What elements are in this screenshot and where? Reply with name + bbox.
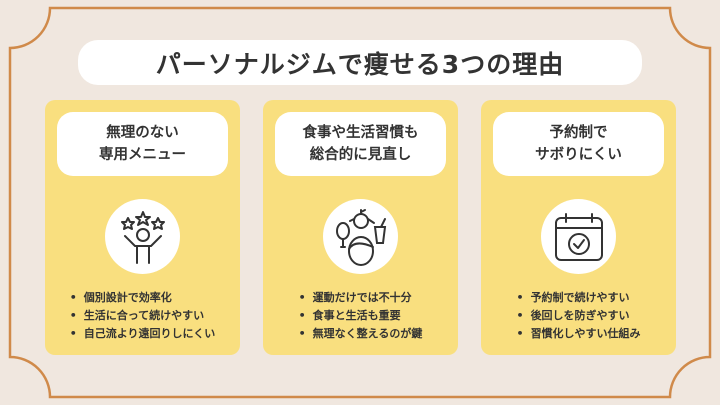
list-item: 個別設計で効率化	[70, 289, 216, 307]
card-heading: 無理のない専用メニュー	[57, 112, 228, 176]
heading-line: 予約制で	[549, 125, 608, 141]
heading-line: 食事や生活習慣も	[302, 125, 419, 141]
bullet-list: 個別設計で効率化 生活に合って続けやすい 自己流より遠回りしにくい	[45, 289, 240, 343]
list-item: 無理なく整えるのが鍵	[299, 325, 423, 343]
heading-line: 総合的に見直し	[309, 147, 412, 163]
person-food-icon	[323, 199, 398, 274]
list-item: 習慣化しやすい仕組み	[517, 325, 641, 343]
list-item: 予約制で続けやすい	[517, 289, 641, 307]
list-item: 生活に合って続けやすい	[70, 307, 216, 325]
heading-line: サボりにくい	[535, 147, 622, 163]
bullet-list: 運動だけでは不十分 食事と生活も重要 無理なく整えるのが鍵	[263, 289, 458, 343]
heading-line: 専用メニュー	[99, 147, 186, 163]
card-heading: 予約制でサボりにくい	[493, 112, 664, 176]
list-item: 自己流より遠回りしにくい	[70, 325, 216, 343]
bullet-list: 予約制で続けやすい 後回しを防ぎやすい 習慣化しやすい仕組み	[481, 289, 676, 343]
list-item: 後回しを防ぎやすい	[517, 307, 641, 325]
card-heading: 食事や生活習慣も総合的に見直し	[275, 112, 446, 176]
heading-line: 無理のない	[106, 125, 179, 141]
list-item: 運動だけでは不十分	[299, 289, 423, 307]
page-title: パーソナルジムで痩せる3つの理由	[78, 40, 642, 85]
calendar-check-icon	[541, 199, 616, 274]
list-item: 食事と生活も重要	[299, 307, 423, 325]
person-stars-icon	[105, 199, 180, 274]
